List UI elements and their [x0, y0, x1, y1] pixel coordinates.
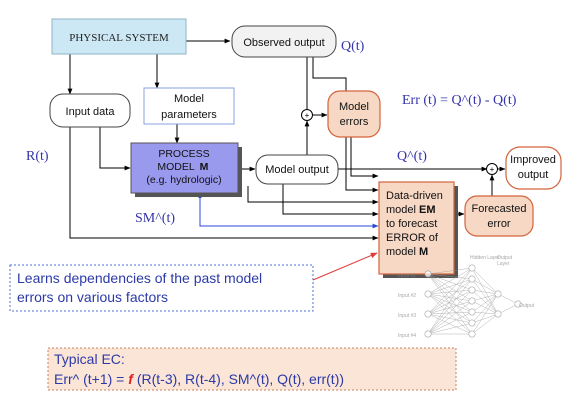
nn-node	[424, 270, 432, 278]
process-model-line1: PROCESS	[158, 148, 209, 160]
callout-line1: Learns dependencies of the past model	[17, 270, 262, 286]
nn-node	[468, 286, 476, 294]
callout-box	[9, 264, 314, 312]
data-driven-box	[378, 181, 455, 275]
input-data-label: Input data	[66, 106, 116, 118]
observed-output-label: Observed output	[243, 37, 324, 49]
error-junction-sign: +	[305, 111, 310, 120]
nn-node	[494, 310, 502, 318]
typical-ec-title: Typical EC:	[54, 351, 125, 367]
process-model-line3: (e.g. hydrologic)	[146, 174, 221, 186]
callout-arrow	[312, 252, 378, 281]
nn-output-layer-label1: Output	[497, 255, 513, 261]
sum-junction-sign: +	[490, 165, 495, 174]
typical-ec-formula: Err^ (t+1) = f (R(t-3), R(t-4), SM^(t), …	[54, 371, 344, 387]
nn-hidden-layer-label: Hidden Layer	[470, 255, 500, 261]
data-driven-line2: model EM	[386, 204, 436, 216]
nn-node	[468, 319, 476, 327]
data-driven-line4: ERROR of	[386, 232, 439, 244]
sm-connector	[199, 196, 379, 229]
nn-node	[494, 290, 502, 298]
model-errors-line1: Model	[339, 101, 369, 113]
nn-node	[468, 308, 476, 316]
error-equation: Err (t) = Q^(t) - Q(t)	[402, 93, 517, 108]
nn-input-4: Input #4	[398, 333, 416, 339]
process-model-box	[130, 142, 239, 194]
model-parameters-line1: Model	[174, 93, 204, 105]
process-model-m: M	[200, 161, 209, 173]
nn-input-1: Input #1	[398, 273, 416, 279]
nn-nodes	[424, 264, 522, 338]
forecasted-error-line1: Forecasted	[471, 203, 526, 215]
nn-node	[424, 310, 432, 318]
model-parameters-box	[143, 87, 235, 125]
input-data-box	[49, 93, 131, 128]
nn-node	[424, 290, 432, 298]
nn-node	[468, 330, 476, 338]
sum-junction	[486, 163, 498, 175]
physical-system-label: PHYSICAL SYSTEM	[69, 32, 169, 44]
nn-node	[468, 297, 476, 305]
model-output-box	[255, 154, 339, 185]
process-model-line2: MODEL	[157, 161, 195, 173]
sm-hat-symbol: SM^(t)	[135, 211, 175, 226]
model-errors-line2: errors	[340, 116, 369, 128]
nn-input-3: Input #3	[398, 313, 416, 319]
typical-ec-box	[47, 347, 457, 391]
r-t-symbol: R(t)	[26, 149, 49, 164]
q-t-symbol: Q(t)	[341, 39, 365, 54]
nn-node	[468, 264, 476, 272]
q-hat-symbol: Q^(t)	[397, 149, 427, 164]
observed-output-box	[231, 25, 337, 58]
nn-node	[514, 300, 522, 308]
nn-node	[468, 275, 476, 283]
model-parameters-line2: parameters	[161, 109, 217, 121]
nn-input-2: Input #2	[398, 293, 416, 299]
forecasted-error-line2: error	[487, 218, 511, 230]
data-driven-line1: Data-driven	[386, 190, 443, 202]
error-junction	[301, 109, 313, 121]
nn-edges	[427, 267, 519, 335]
nn-node	[424, 330, 432, 338]
model-errors-box	[327, 90, 381, 138]
improved-output-line2: output	[518, 169, 549, 181]
forecasted-error-box	[464, 195, 534, 237]
connectors	[67, 38, 506, 241]
callout-line2: errors on various factors	[17, 289, 168, 305]
physical-system-box	[51, 18, 187, 55]
data-driven-line3: to forecast	[386, 218, 437, 230]
improved-output-box	[505, 146, 562, 190]
nn-output-label: Output	[519, 303, 535, 309]
neural-network-graphic: Hidden Layer Output Layer Output Input #…	[398, 255, 535, 339]
improved-output-line1: Improved	[510, 154, 556, 166]
model-output-label: Model output	[265, 164, 329, 176]
data-driven-line5: model M	[386, 246, 428, 258]
nn-output-layer-label2: Layer	[497, 261, 510, 267]
